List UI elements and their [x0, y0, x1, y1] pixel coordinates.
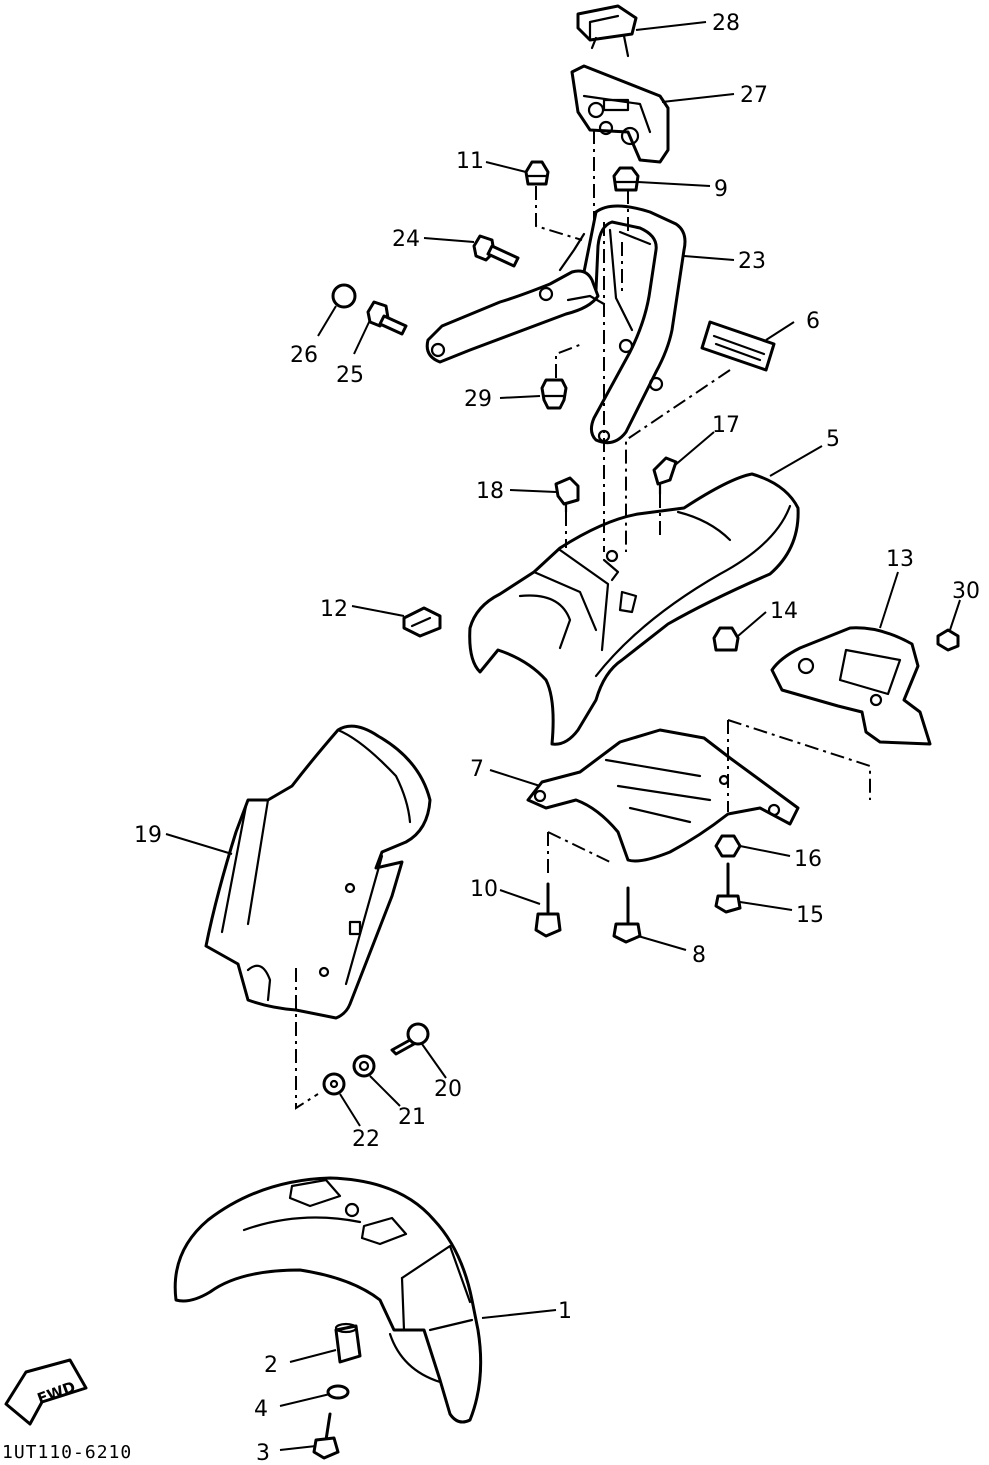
part-6-label	[700, 320, 776, 372]
part-21-nut	[352, 1054, 376, 1078]
part-14-grommet	[712, 626, 740, 652]
callout-20: 20	[434, 1077, 462, 1102]
callout-7: 7	[470, 757, 484, 782]
callout-5: 5	[826, 427, 840, 452]
callout-4: 4	[254, 1397, 268, 1422]
part-5-rear-fender	[468, 472, 800, 746]
part-17-clip	[652, 456, 678, 496]
part-8-bolt	[612, 886, 642, 944]
part-24-bolt	[472, 234, 520, 268]
callout-9: 9	[714, 177, 728, 202]
callout-13: 13	[886, 547, 914, 572]
callout-3: 3	[256, 1441, 270, 1465]
callout-26: 26	[290, 343, 318, 368]
callout-19: 19	[134, 823, 162, 848]
callout-18: 18	[476, 479, 504, 504]
part-1-front-fender	[173, 1176, 483, 1424]
fwd-arrow-icon	[4, 1358, 88, 1426]
part-3-bolt	[312, 1412, 340, 1460]
callout-2: 2	[264, 1353, 278, 1378]
callout-14: 14	[770, 599, 798, 624]
callout-27: 27	[740, 83, 768, 108]
callout-22: 22	[352, 1127, 380, 1152]
part-2-collar	[334, 1322, 362, 1364]
part-12-clip	[402, 606, 442, 638]
part-26-cap	[331, 283, 357, 309]
callout-1: 1	[558, 1299, 572, 1324]
callout-17: 17	[712, 413, 740, 438]
assembly-lines	[295, 130, 871, 1110]
callout-28: 28	[712, 11, 740, 36]
part-10-bolt	[534, 882, 562, 938]
part-29-grommet	[540, 378, 568, 410]
callout-11: 11	[456, 149, 484, 174]
callout-24: 24	[392, 227, 420, 252]
callout-15: 15	[796, 903, 824, 928]
part-20-bolt	[390, 1022, 430, 1056]
callout-8: 8	[692, 943, 706, 968]
part-16-nut	[714, 834, 742, 858]
callout-10: 10	[470, 877, 498, 902]
part-23-carrier-frame	[425, 204, 687, 445]
drawing-code: 1UT110-6210	[2, 1442, 132, 1463]
callout-29: 29	[464, 387, 492, 412]
part-4-washer	[326, 1384, 350, 1400]
callout-21: 21	[398, 1105, 426, 1130]
part-22-washer	[322, 1072, 346, 1096]
part-13-tail-bracket	[770, 626, 932, 746]
part-30-grommet	[936, 628, 960, 652]
callout-25: 25	[336, 363, 364, 388]
callout-12: 12	[320, 597, 348, 622]
part-11-nut	[524, 160, 550, 186]
part-9-nut	[612, 166, 640, 192]
callout-6: 6	[806, 309, 820, 334]
callout-30: 30	[952, 579, 980, 604]
part-25-bolt	[366, 300, 408, 336]
part-19-inner-fender	[204, 724, 432, 1020]
leader-lines	[165, 21, 961, 1451]
part-7-lower-bracket	[526, 728, 800, 863]
callout-23: 23	[738, 249, 766, 274]
part-15-bolt	[714, 862, 742, 914]
callout-16: 16	[794, 847, 822, 872]
part-18-clip	[554, 476, 580, 514]
part-27-bracket-plate	[570, 64, 670, 164]
callout-numbers: 28 27 9 11 24 23 26 25 29 6 17 18 5 12 1…	[134, 11, 980, 1465]
part-28-clamp	[576, 4, 638, 58]
